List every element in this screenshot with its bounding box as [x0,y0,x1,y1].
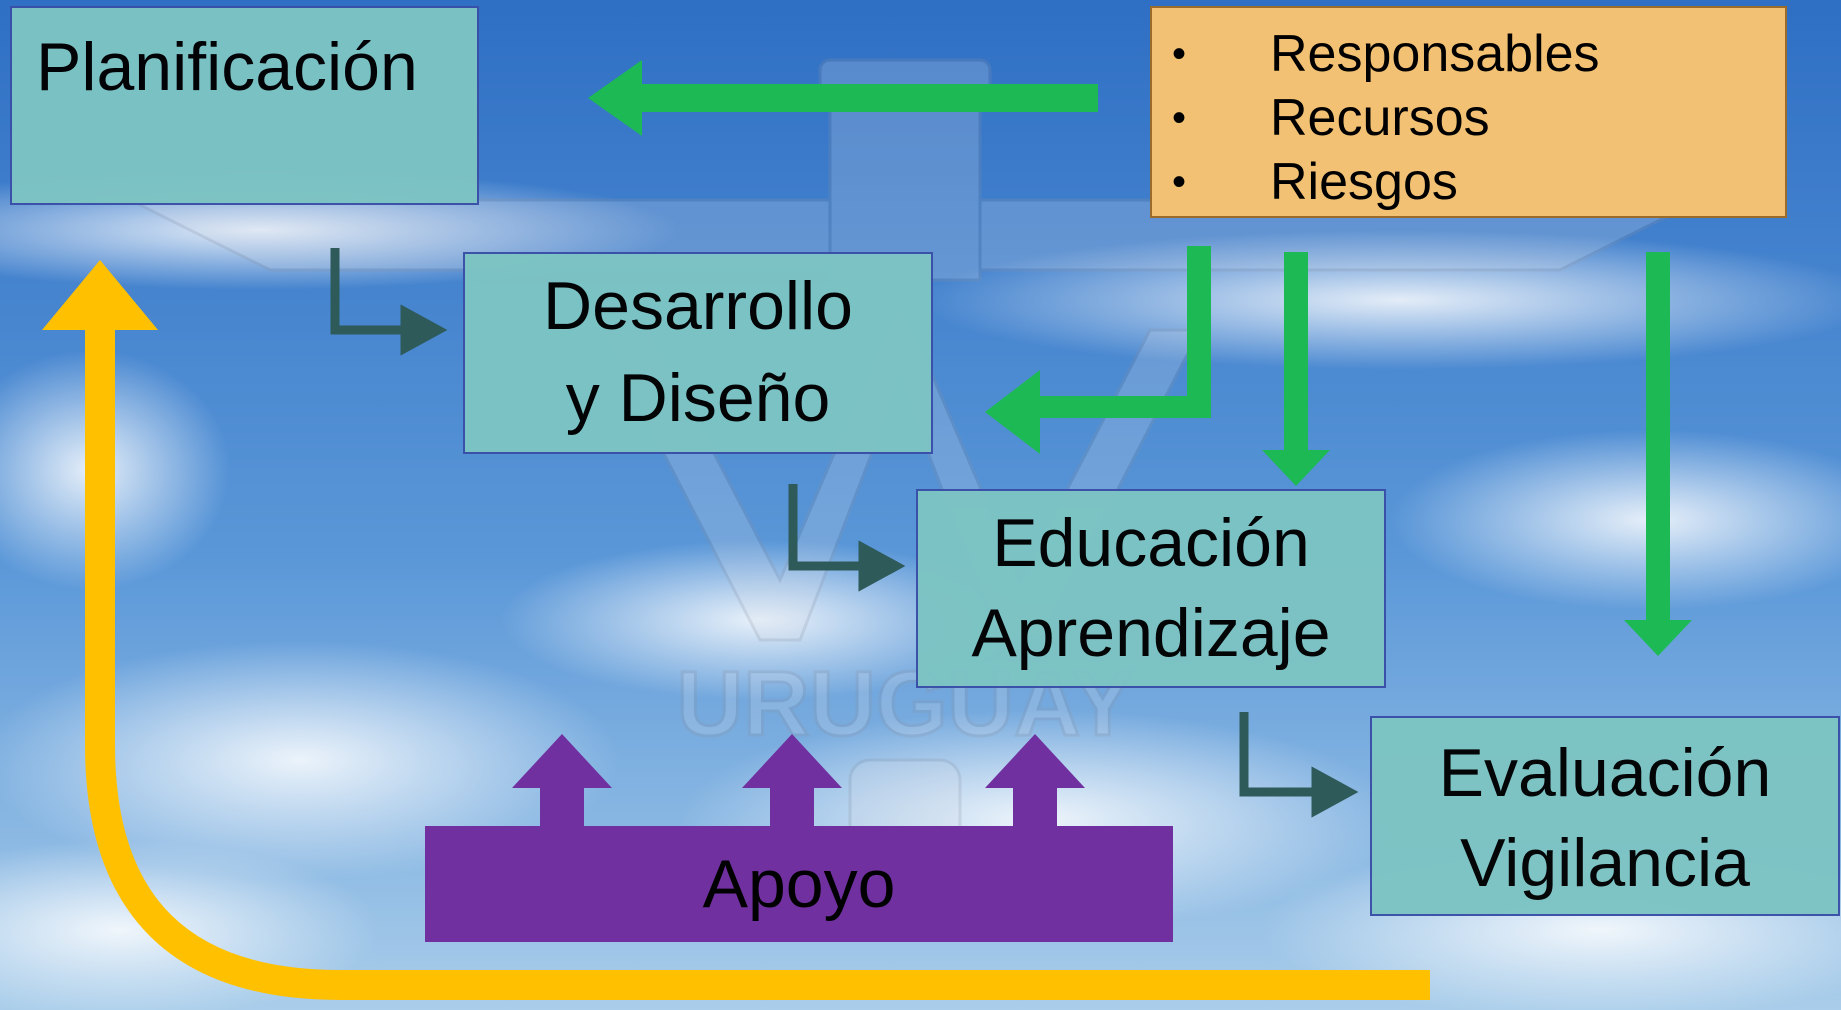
flow-arrow-plan-to-desarrollo [330,248,448,356]
clouds [0,170,1841,1010]
desarrollo-box: Desarrollo y Diseño [463,252,933,454]
bullet-icon: • [1172,96,1187,140]
flow-arrow-desarrollo-to-educacion [788,484,906,592]
educacion-box: Educación Aprendizaje [916,489,1386,688]
evaluacion-box: Evaluación Vigilancia [1370,716,1840,916]
resources-item-label: Responsables [1270,25,1600,83]
flow-arrow-educacion-to-evaluacion [1239,712,1359,818]
evaluacion-label-line2: Vigilancia [1460,825,1750,901]
resources-list: • Responsables • Recursos • Riesgos [1152,22,1785,214]
desarrollo-label-line2: y Diseño [565,360,831,436]
bullet-icon: • [1172,160,1187,204]
list-item: • Riesgos [1152,150,1785,214]
resources-box: • Responsables • Recursos • Riesgos [1150,6,1787,218]
apoyo-block [425,734,1173,942]
green-arrow-to-evaluacion [1624,252,1692,656]
green-arrow-to-planificacion [588,60,1098,136]
resources-item-label: Riesgos [1270,153,1458,211]
yellow-feedback-arrow [42,260,1430,1000]
list-item: • Responsables [1152,22,1785,86]
evaluacion-label-line1: Evaluación [1438,735,1772,811]
educacion-label-line2: Aprendizaje [971,595,1331,671]
list-item: • Recursos [1152,86,1785,150]
resources-item-label: Recursos [1270,89,1490,147]
apoyo-label: Apoyo [702,846,896,922]
green-arrow-to-desarrollo [985,246,1211,454]
planificacion-box: Planificación [10,6,479,205]
educacion-label-line1: Educación [992,505,1310,581]
planificacion-label: Planificación [36,29,418,105]
bullet-icon: • [1172,32,1187,76]
green-arrow-to-educacion [1262,252,1330,486]
desarrollo-label-line1: Desarrollo [543,268,853,344]
